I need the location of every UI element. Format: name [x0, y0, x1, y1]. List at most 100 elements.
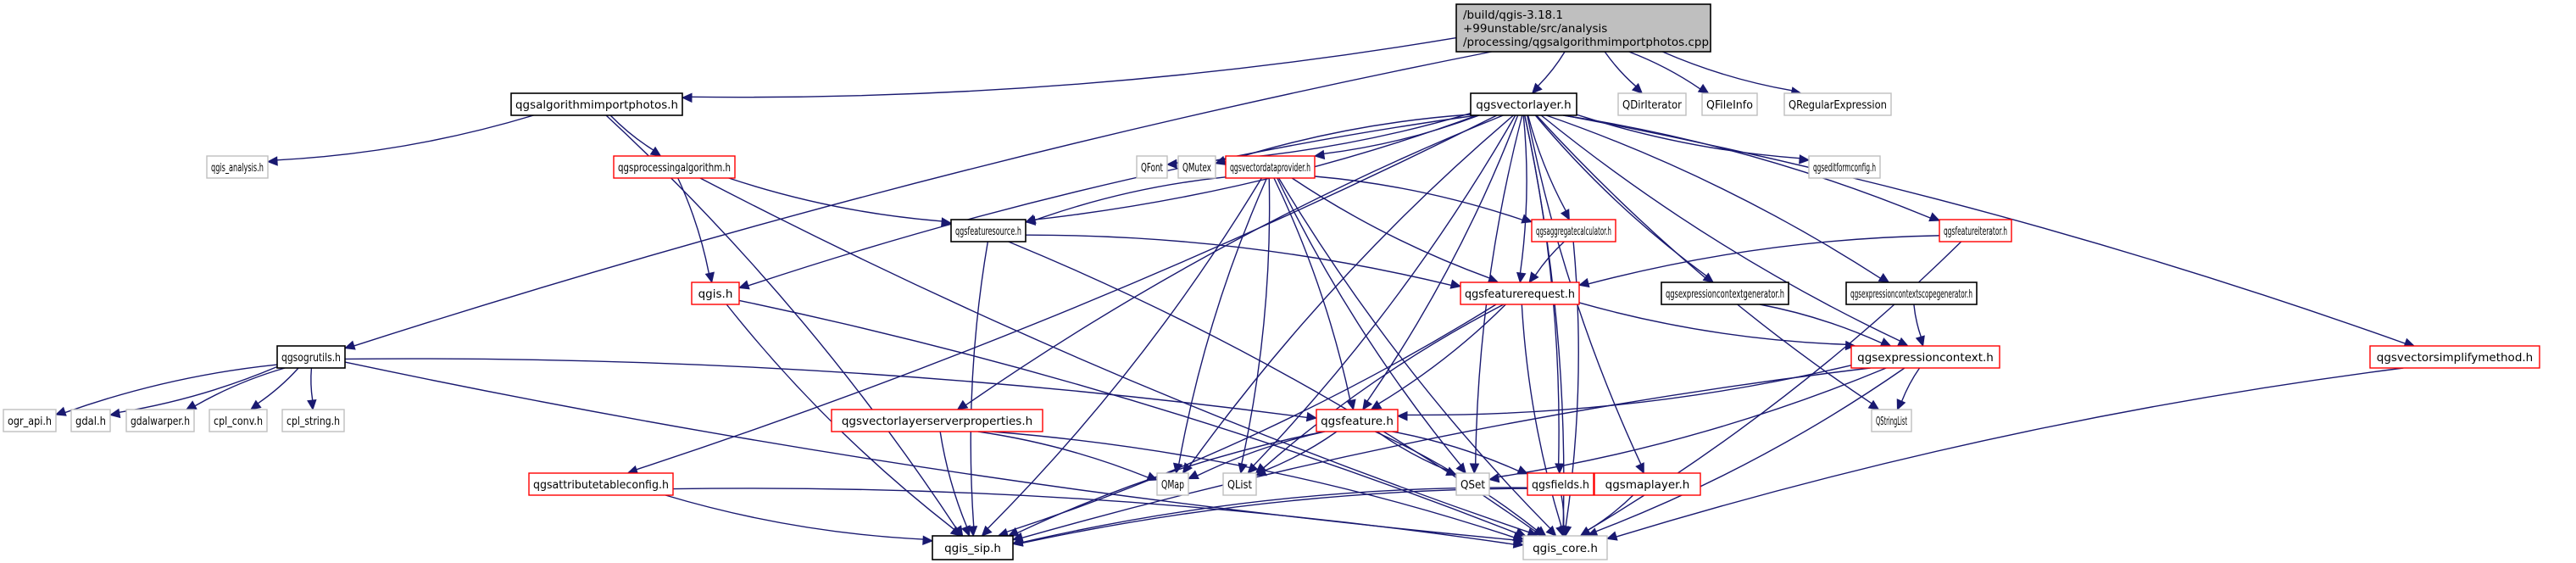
node-box: [1470, 92, 1577, 116]
arrowhead-icon: [1370, 400, 1383, 410]
node-box: [510, 92, 683, 116]
node-box: [1136, 155, 1168, 179]
arrowhead-icon: [108, 408, 121, 419]
edge-line: [1197, 431, 1326, 477]
node-label: qgsfields.h: [1532, 478, 1589, 492]
edge-line: [1291, 177, 1490, 279]
edge-qgsvectorsimplifymethod-h-to-qgis-core-h: [1605, 367, 2404, 541]
node-gdal-h[interactable]: gdal.h: [70, 409, 111, 432]
arrowhead-icon: [1878, 272, 1890, 283]
edge-qgsogrutils-h-to-cpl-string-h: [307, 367, 317, 411]
node-qgsexpressioncontextgenerator-h[interactable]: qgsexpressioncontextgenerator.h: [1661, 282, 1789, 305]
arrowhead-icon: [54, 406, 67, 416]
node-gdalwarper-h[interactable]: gdalwarper.h: [125, 409, 195, 432]
node-label: cpl_string.h: [287, 415, 340, 428]
node-cpl-conv-h[interactable]: cpl_conv.h: [209, 409, 268, 432]
node-qgis-h[interactable]: qgis.h: [691, 282, 740, 305]
arrowhead-icon: [1024, 214, 1037, 224]
node-qgsexpressioncontextscopegenerator-h[interactable]: qgsexpressioncontextscopegenerator.h: [1845, 282, 1978, 305]
edge-qgsexpressioncontext-h-to-qgsfeature-h: [1396, 365, 1852, 421]
node-qgis-analysis-h[interactable]: qgis_analysis.h: [206, 155, 269, 179]
node-qgsmaplayer-h[interactable]: qgsmaplayer.h: [1594, 472, 1701, 496]
node-qmap[interactable]: QMap: [1156, 472, 1189, 496]
node-label: qgsattributetableconfig.h: [533, 478, 669, 492]
node-qgsattributetableconfig-h[interactable]: qgsattributetableconfig.h: [528, 472, 674, 496]
node-ogr-api-h[interactable]: ogr_api.h: [3, 409, 57, 432]
node-box: [1522, 535, 1608, 560]
edge-qgsprocessingalgorithm-h-to-qgsfeaturesource-h: [728, 177, 953, 227]
edge-line: [970, 241, 989, 527]
edge-line: [1759, 304, 1883, 344]
edge-qgsmaplayer-h-to-qgis-sip-h: [1011, 488, 1595, 547]
arrowhead-icon: [956, 399, 969, 410]
node-label: +99unstable/src/analysis: [1463, 22, 1607, 36]
node-qgseditformconfig-h[interactable]: qgseditformconfig.h: [1808, 155, 1881, 179]
arrowhead-icon: [967, 526, 978, 538]
edge-line: [1273, 177, 1351, 401]
node-qgsvectorlayerserverproperties-h[interactable]: qgsvectorlayerserverproperties.h: [831, 409, 1043, 432]
edge-line: [1588, 235, 1940, 285]
node-qgsvectordataprovider-h[interactable]: qgsvectordataprovider.h: [1225, 155, 1316, 179]
node-box: [613, 155, 736, 179]
node-qgsexpressioncontext-h[interactable]: qgsexpressioncontext.h: [1850, 345, 2000, 369]
node-label: qgsalgorithmimportphotos.h: [515, 98, 678, 112]
node-label: qgseditformconfig.h: [1813, 161, 1876, 175]
edge-qgsvectordataprovider-h-to-qgsfeaturesource-h: [1024, 176, 1227, 224]
edge-line: [987, 177, 1262, 529]
node-qregularexpression[interactable]: QRegularExpression: [1783, 92, 1892, 116]
arrowhead-icon: [1187, 470, 1199, 480]
node-qgsfeatureiterator-h[interactable]: qgsfeatureiterator.h: [1939, 219, 2012, 242]
node-qgsaggregatecalculator-h[interactable]: qgsaggregatecalculator.h: [1531, 219, 1616, 242]
arrowhead-icon: [1238, 462, 1248, 475]
node-cpl-string-h[interactable]: cpl_string.h: [281, 409, 345, 432]
node-qgsvectorsimplifymethod-h[interactable]: qgsvectorsimplifymethod.h: [2369, 345, 2540, 369]
node-box: [1225, 155, 1316, 179]
arrowhead-icon: [1579, 526, 1592, 537]
node-qset[interactable]: QSet: [1455, 472, 1490, 496]
node-label: qgsprocessingalgorithm.h: [618, 161, 731, 175]
node-qgsfeature-h[interactable]: qgsfeature.h: [1316, 409, 1399, 432]
edge-qgsvectorlayer-h-to-qgsexpressioncontextscopegenerator-h: [1545, 114, 1890, 283]
arrowhead-icon: [949, 526, 962, 537]
node-qgis-sip-h[interactable]: qgis_sip.h: [932, 535, 1014, 560]
node-box: [209, 409, 268, 432]
edge-line: [64, 364, 278, 414]
node-root[interactable]: /build/qgis-3.18.1+99unstable/src/analys…: [1455, 3, 1711, 53]
node-qdiriterator[interactable]: QDirIterator: [1617, 92, 1687, 116]
node-box: [1460, 282, 1580, 305]
node-label: /build/qgis-3.18.1: [1463, 8, 1563, 22]
node-label: qgis_core.h: [1533, 542, 1598, 555]
edge-qgsfields-h-to-qgis-sip-h: [1011, 487, 1528, 546]
edge-line: [1521, 304, 1562, 527]
node-qfileinfo[interactable]: QFileInfo: [1701, 92, 1758, 116]
edge-qgsvectordataprovider-h-to-qlist: [1238, 177, 1271, 475]
node-box: [70, 409, 111, 432]
node-qgsogrutils-h[interactable]: qgsogrutils.h: [276, 345, 346, 369]
edge-line: [1264, 431, 1338, 471]
edge-line: [1524, 114, 1565, 527]
arrowhead-icon: [1531, 82, 1543, 94]
node-box: [281, 409, 345, 432]
node-box: [2369, 345, 2540, 369]
edge-line: [1564, 114, 2406, 344]
arrowhead-icon: [1799, 154, 1811, 164]
node-qstringlist[interactable]: QStringList: [1871, 409, 1912, 432]
node-qlist[interactable]: QList: [1222, 472, 1257, 496]
node-qgsfeaturesource-h[interactable]: qgsfeaturesource.h: [950, 219, 1027, 242]
node-qfont[interactable]: QFont: [1136, 155, 1168, 179]
node-qgsfields-h[interactable]: qgsfields.h: [1527, 472, 1594, 496]
node-qgis-core-h[interactable]: qgis_core.h: [1522, 535, 1608, 560]
arrowhead-icon: [1896, 337, 1909, 347]
node-qmutex[interactable]: QMutex: [1177, 155, 1216, 179]
node-label: qgis_analysis.h: [211, 161, 264, 175]
arrowhead-icon: [1702, 272, 1715, 283]
node-qgsalgorithmimportphotos-h[interactable]: qgsalgorithmimportphotos.h: [510, 92, 683, 116]
arrowhead-icon: [1362, 399, 1373, 410]
node-qgsvectorlayer-h[interactable]: qgsvectorlayer.h: [1470, 92, 1577, 116]
arrowhead-icon: [737, 280, 750, 290]
edge-qgsvectordataprovider-h-to-qset: [1277, 177, 1466, 474]
node-qgsfeaturerequest-h[interactable]: qgsfeaturerequest.h: [1460, 282, 1580, 305]
node-qgsprocessingalgorithm-h[interactable]: qgsprocessingalgorithm.h: [613, 155, 736, 179]
node-box: [691, 282, 740, 305]
